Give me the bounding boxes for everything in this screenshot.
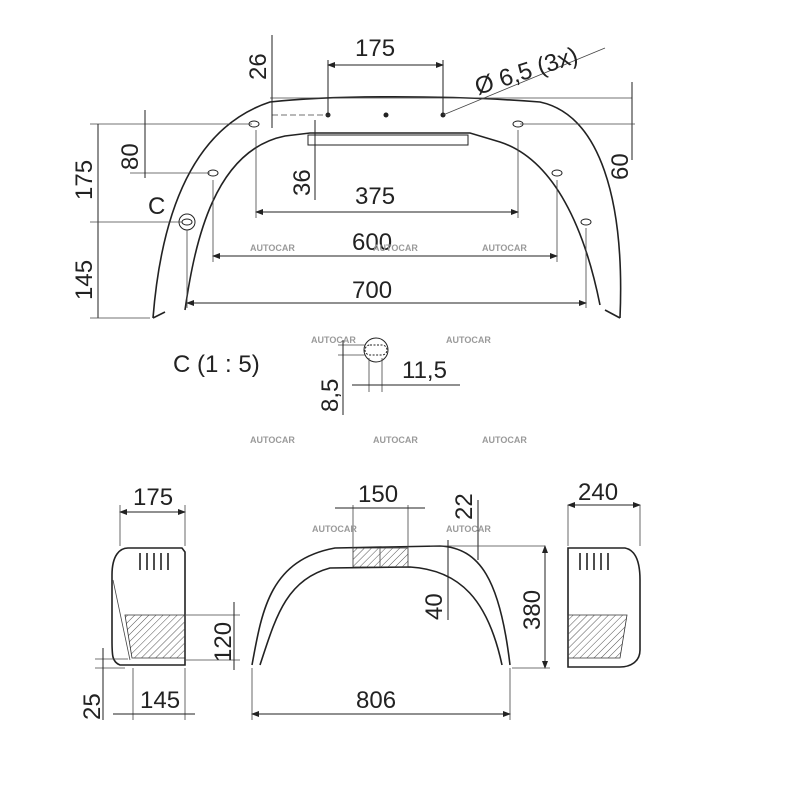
dim-175-holes: 175 [355,35,395,62]
dim-11-5: 11,5 [402,357,447,384]
watermark-text: AUTOCAR [250,243,295,253]
watermark-text: AUTOCAR [446,335,491,345]
dim-40: 40 [421,593,448,620]
dim-120: 120 [210,622,237,662]
detail-c-reference: C [148,193,165,220]
watermark-text: AUTOCAR [311,335,356,345]
vent-slots-right [579,553,609,570]
watermark-text: AUTOCAR [482,435,527,445]
watermark-text: AUTOCAR [312,524,357,534]
dim-145: 145 [71,260,98,300]
watermark-text: AUTOCAR [373,435,418,445]
dim-150: 150 [358,481,398,508]
hole-diameter-note: Ø 6,5 (3x) [472,42,582,101]
dim-60: 60 [607,153,634,180]
watermark-text: AUTOCAR [250,435,295,445]
dim-22: 22 [451,493,478,520]
front-view: 150 22 40 380 806 [251,481,550,720]
watermark-text: AUTOCAR [446,524,491,534]
dim-380: 380 [519,590,546,630]
dim-145-base: 145 [140,687,180,714]
watermark-text: AUTOCAR [482,243,527,253]
dim-175-height: 175 [71,160,98,200]
dim-806: 806 [356,687,396,714]
dim-375: 375 [355,183,395,210]
dim-600: 600 [352,229,392,256]
top-view: 26 175 Ø 6,5 (3x) 80 175 36 375 60 C 600… [71,35,635,319]
dim-175-depth: 175 [133,484,173,511]
dim-8-5: 8,5 [317,379,344,412]
dim-240: 240 [578,479,618,506]
dim-80: 80 [117,143,144,170]
dim-26: 26 [245,53,272,80]
right-side-view: 240 [567,479,641,668]
watermarks: AUTOCAR AUTOCAR AUTOCAR AUTOCAR AUTOCAR … [250,243,527,534]
left-side-view: 175 120 25 145 [79,484,240,720]
dim-700: 700 [352,277,392,304]
vent-slots [139,553,169,570]
dim-36: 36 [289,169,316,196]
detail-c: C (1 : 5) 8,5 11,5 [173,337,460,415]
detail-c-title: C (1 : 5) [173,351,260,378]
dim-25: 25 [79,693,106,720]
watermark-text: AUTOCAR [373,243,418,253]
